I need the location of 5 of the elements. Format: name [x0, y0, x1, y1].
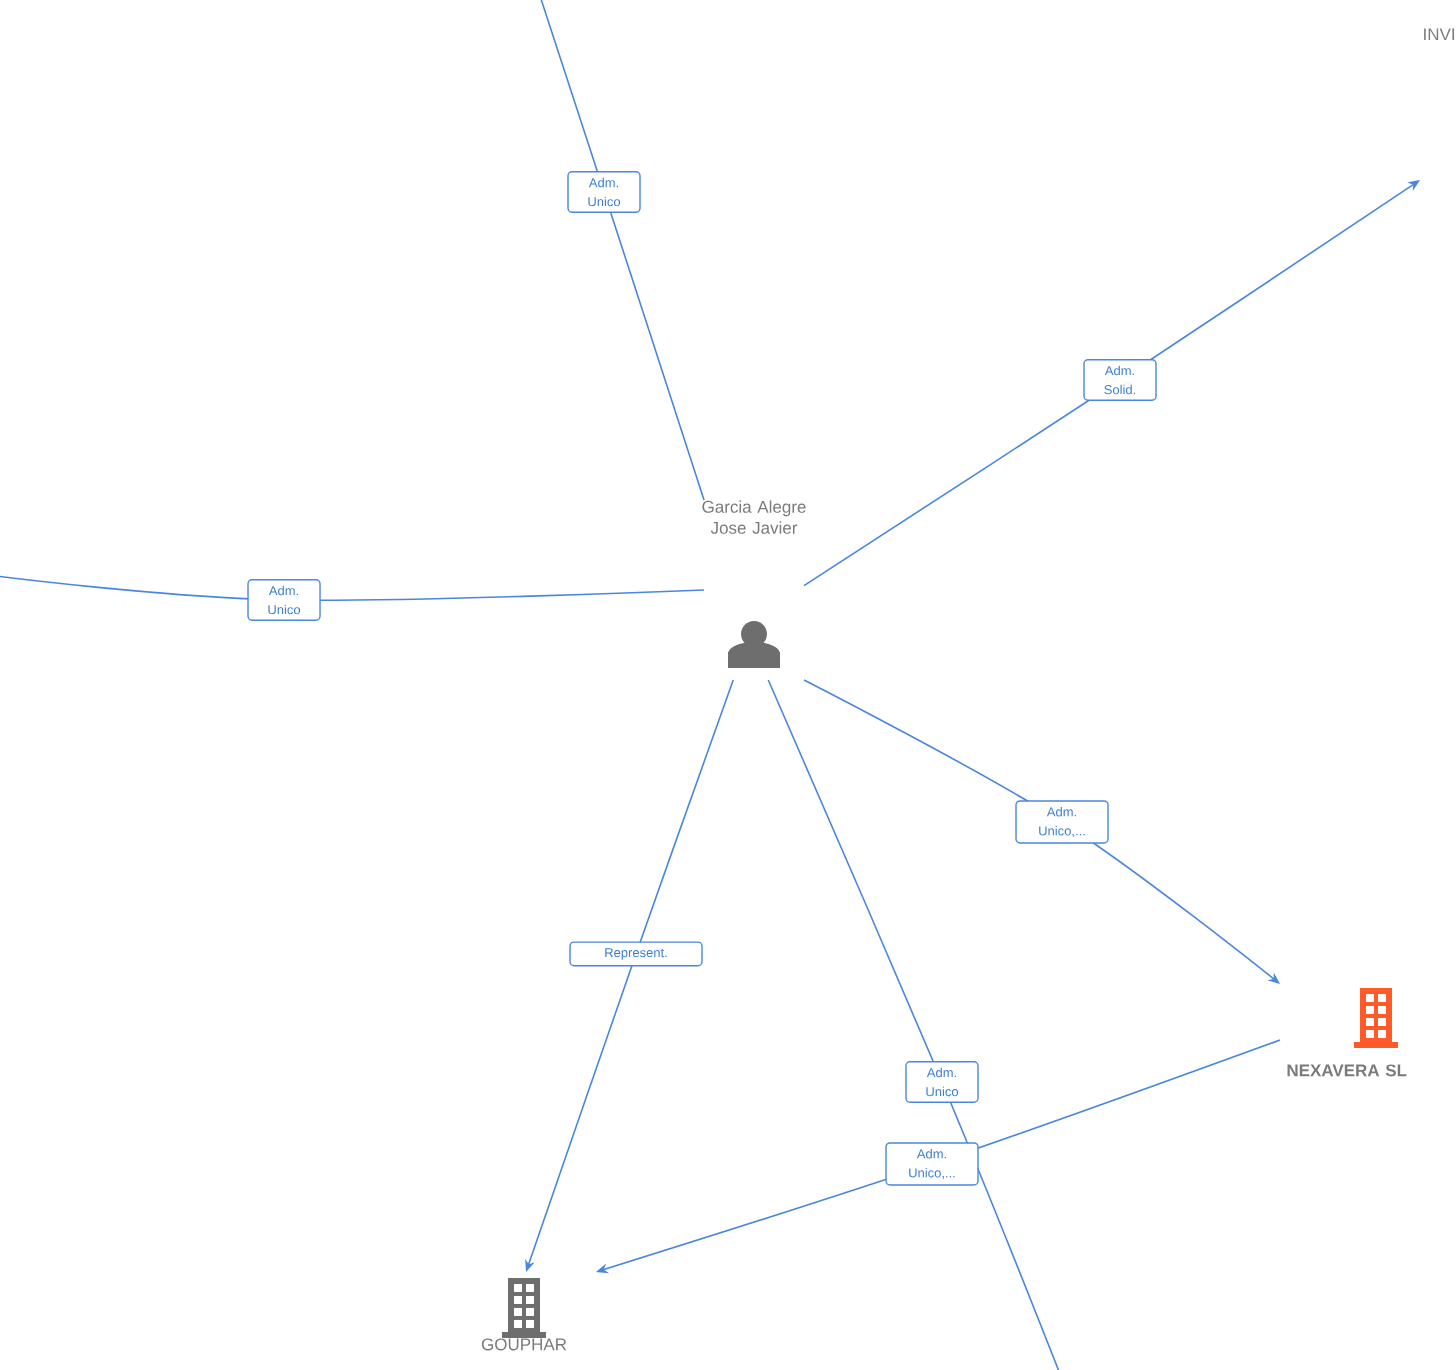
- connector-arrow: [803, 180, 1420, 587]
- node-label: NEXAVERA SL: [1287, 1064, 1407, 1077]
- node-label: GOUPHAR: [481, 1338, 567, 1351]
- node-label: INVI: [1424, 28, 1455, 41]
- node-label: Garcia Alegre Jose Javier: [702, 500, 806, 534]
